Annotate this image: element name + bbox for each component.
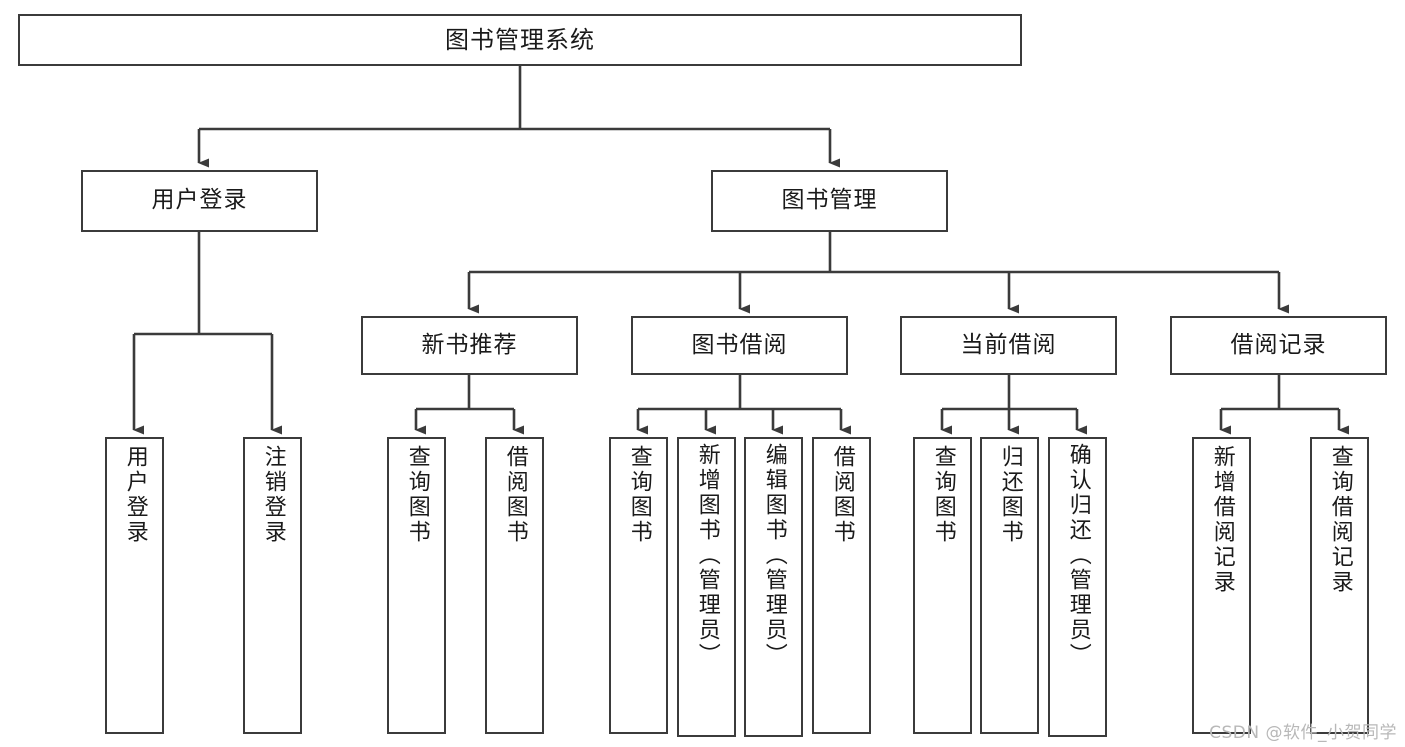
leaf-new-book-borrow-book[interactable]: 借阅图书 bbox=[485, 437, 544, 734]
node-label: 注销登录 bbox=[260, 445, 286, 545]
node-label: 用户登录 bbox=[151, 187, 248, 214]
node-label: 借阅图书 bbox=[829, 445, 855, 545]
node-label: 新增借阅记录 bbox=[1209, 445, 1235, 595]
leaf-user-login-login[interactable]: 用户登录 bbox=[105, 437, 164, 734]
csdn-watermark: CSDN @软件_小贺同学 bbox=[1209, 723, 1397, 743]
node-label: 查询图书 bbox=[930, 445, 956, 545]
node-label: 图书管理系统 bbox=[445, 25, 595, 54]
node-user-login[interactable]: 用户登录 bbox=[81, 170, 318, 232]
leaf-current-borrow-return-book[interactable]: 归还图书 bbox=[980, 437, 1039, 734]
leaf-borrow-record-add-record[interactable]: 新增借阅记录 bbox=[1192, 437, 1251, 734]
node-label: 查询借阅记录 bbox=[1327, 445, 1353, 595]
node-borrow-record[interactable]: 借阅记录 bbox=[1170, 316, 1387, 375]
node-label: 图书管理 bbox=[781, 187, 878, 214]
leaf-book-borrow-add-book-admin[interactable]: 新增图书（管理员） bbox=[677, 437, 736, 737]
leaf-user-login-logout[interactable]: 注销登录 bbox=[243, 437, 302, 734]
leaf-book-borrow-edit-book-admin[interactable]: 编辑图书（管理员） bbox=[744, 437, 803, 737]
node-new-book-recommend[interactable]: 新书推荐 bbox=[361, 316, 578, 375]
node-label: 归还图书 bbox=[997, 445, 1023, 545]
node-label: 确认归还（管理员） bbox=[1065, 443, 1091, 668]
leaf-book-borrow-borrow-book[interactable]: 借阅图书 bbox=[812, 437, 871, 734]
node-label: 图书借阅 bbox=[691, 331, 788, 358]
leaf-current-borrow-confirm-return-admin[interactable]: 确认归还（管理员） bbox=[1048, 437, 1107, 737]
node-book-borrow[interactable]: 图书借阅 bbox=[631, 316, 848, 375]
leaf-current-borrow-query-book[interactable]: 查询图书 bbox=[913, 437, 972, 734]
node-label: 当前借阅 bbox=[960, 331, 1057, 358]
node-label: 编辑图书（管理员） bbox=[761, 443, 787, 668]
node-root-library-management-system[interactable]: 图书管理系统 bbox=[18, 14, 1022, 66]
node-current-borrow[interactable]: 当前借阅 bbox=[900, 316, 1117, 375]
node-label: 新增图书（管理员） bbox=[694, 443, 720, 668]
leaf-new-book-query-book[interactable]: 查询图书 bbox=[387, 437, 446, 734]
leaf-borrow-record-query-record[interactable]: 查询借阅记录 bbox=[1310, 437, 1369, 734]
node-label: 借阅记录 bbox=[1230, 331, 1327, 358]
node-book-management[interactable]: 图书管理 bbox=[711, 170, 948, 232]
node-label: 查询图书 bbox=[626, 445, 652, 545]
node-label: 借阅图书 bbox=[502, 445, 528, 545]
node-label: 用户登录 bbox=[122, 445, 148, 545]
node-label: 新书推荐 bbox=[421, 331, 518, 358]
node-label: 查询图书 bbox=[404, 445, 430, 545]
leaf-book-borrow-query-book[interactable]: 查询图书 bbox=[609, 437, 668, 734]
